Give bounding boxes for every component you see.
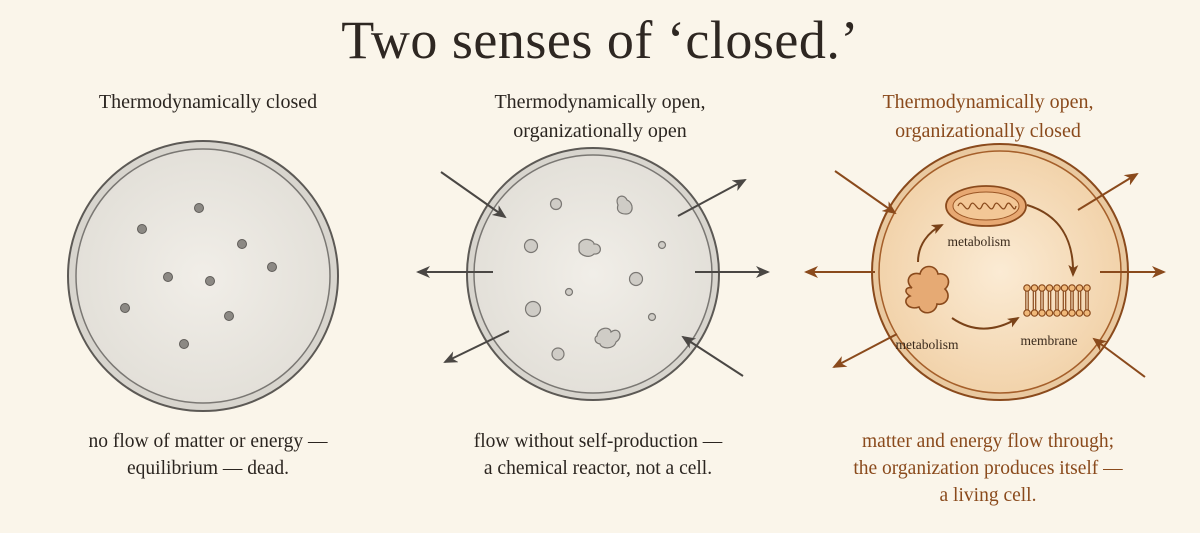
membrane-bilayer-icon [1023,284,1091,317]
panel-1-caption-line-1: no flow of matter or energy — [88,431,328,452]
panel-2-caption: flow without self-production — a chemica… [398,428,798,482]
panel-3-caption-line-3: a living cell. [939,485,1037,506]
membrane-label: membrane [1021,333,1078,348]
reactor-particles [523,195,667,361]
panel-2-caption-line-2: a chemical reactor, not a cell. [483,458,713,479]
panel-3-caption-line-2: the organization produces itself — [853,458,1123,479]
page-title: Two senses of ‘closed.’ [341,10,859,70]
living-cell: metabolism metabolism membrane [804,143,1166,401]
panel-1-caption-line-2: equilibrium — dead. [127,458,289,479]
panel-1-heading-line-1: Thermodynamically closed [98,91,318,113]
metabolism-blob-icon [905,265,950,314]
inflow-arrow [440,171,507,219]
panel-3-heading-line-2: organizationally closed [895,120,1081,142]
open-reactor-cell [416,147,770,401]
metabolism-label-left: metabolism [896,337,959,352]
inflow-arrow [834,170,897,215]
outflow-arrow [1077,172,1139,211]
panel-3-heading-line-1: Thermodynamically open, [882,91,1094,113]
closed-system-cell [67,140,339,412]
panel-2-caption-line-1: flow without self-production — [473,431,723,452]
panel-3-caption: matter and energy flow through; the orga… [788,428,1188,509]
panel-3-heading: Thermodynamically open, organizationally… [798,88,1178,146]
cycle-arrow [1026,204,1079,277]
outflow-arrow [443,330,510,363]
outflow-arrow [832,333,898,368]
static-particles [120,203,277,349]
mitochondrion-icon [945,185,1027,227]
inflow-arrow [681,335,744,377]
cycle-arrow [917,224,944,263]
panel-2-heading-line-1: Thermodynamically open, [494,91,706,113]
outflow-arrow [677,179,747,217]
panel-2-heading: Thermodynamically open, organizationally… [410,88,790,146]
panel-1-caption: no flow of matter or energy — equilibriu… [8,428,408,482]
metabolism-label-top: metabolism [948,234,1011,249]
inflow-arrow [1092,337,1146,378]
cycle-arrow [951,316,1020,330]
panel-3-caption-line-1: matter and energy flow through; [862,431,1114,452]
panel-2-heading-line-2: organizationally open [513,120,687,142]
panel-1-heading: Thermodynamically closed [18,88,398,117]
